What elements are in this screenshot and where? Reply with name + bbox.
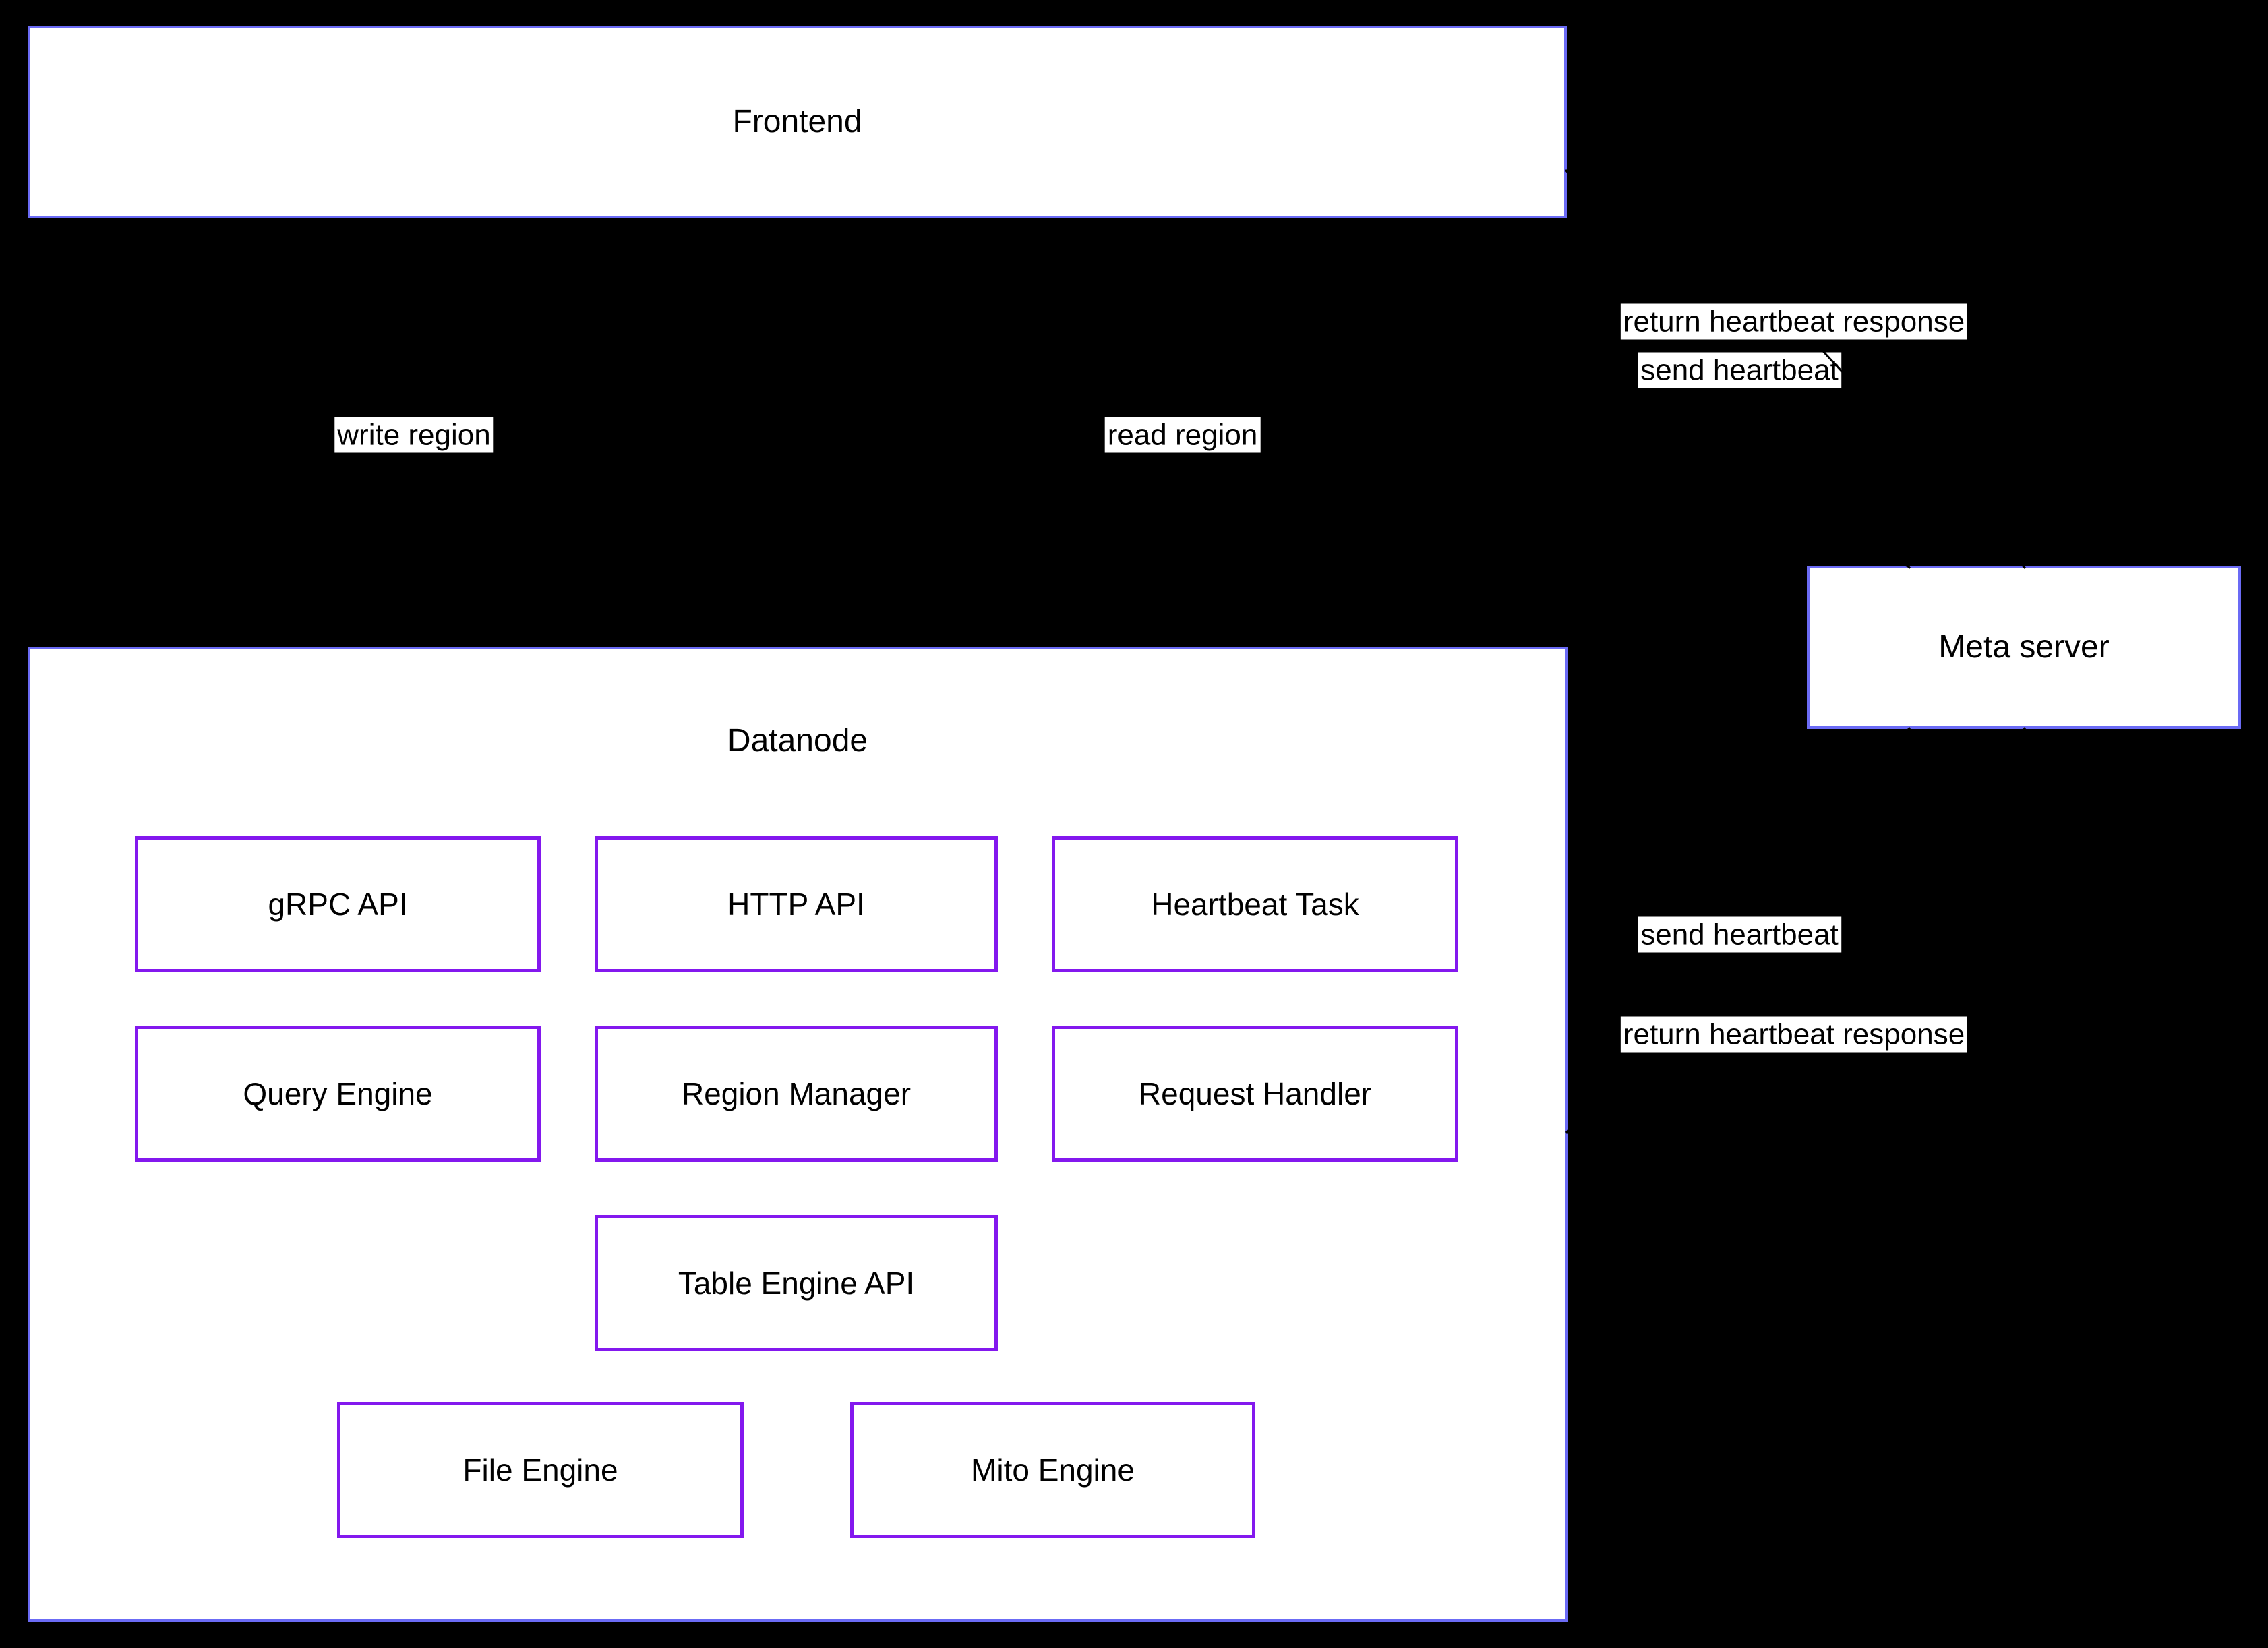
grpc-api-label: gRPC API bbox=[268, 887, 408, 922]
request-handler-box: Request Handler bbox=[1052, 1026, 1458, 1162]
frontend-title: Frontend bbox=[732, 104, 862, 140]
request-handler-label: Request Handler bbox=[1138, 1076, 1372, 1111]
datanode-box: Datanode gRPC API HTTP API Heartbeat Tas… bbox=[28, 647, 1568, 1622]
return-heartbeat-datanode-label: return heartbeat response bbox=[1620, 1016, 1968, 1053]
table-engine-api-label: Table Engine API bbox=[678, 1266, 915, 1301]
send-heartbeat-datanode-label: send heartbeat bbox=[1638, 916, 1841, 953]
return-heartbeat-frontend-label: return heartbeat response bbox=[1620, 303, 1968, 340]
region-manager-label: Region Manager bbox=[681, 1076, 912, 1111]
heartbeat-task-box: Heartbeat Task bbox=[1052, 836, 1458, 972]
http-api-label: HTTP API bbox=[727, 887, 865, 922]
query-engine-label: Query Engine bbox=[243, 1076, 433, 1111]
send-heartbeat-frontend-label: send heartbeat bbox=[1638, 352, 1841, 388]
region-manager-box: Region Manager bbox=[595, 1026, 998, 1162]
heartbeat-task-label: Heartbeat Task bbox=[1151, 887, 1359, 922]
datanode-title: Datanode bbox=[727, 723, 868, 759]
read-region-label: read region bbox=[1104, 417, 1261, 453]
file-engine-label: File Engine bbox=[462, 1452, 618, 1488]
meta-server-box: Meta server bbox=[1807, 566, 2241, 729]
file-engine-box: File Engine bbox=[337, 1402, 744, 1538]
write-region-label: write region bbox=[334, 417, 494, 453]
http-api-box: HTTP API bbox=[595, 836, 998, 972]
frontend-box: Frontend bbox=[28, 26, 1567, 218]
query-engine-box: Query Engine bbox=[135, 1026, 541, 1162]
grpc-api-box: gRPC API bbox=[135, 836, 541, 972]
table-engine-api-box: Table Engine API bbox=[595, 1215, 998, 1351]
mito-engine-label: Mito Engine bbox=[971, 1452, 1135, 1488]
mito-engine-box: Mito Engine bbox=[850, 1402, 1255, 1538]
meta-server-title: Meta server bbox=[1938, 629, 2110, 665]
